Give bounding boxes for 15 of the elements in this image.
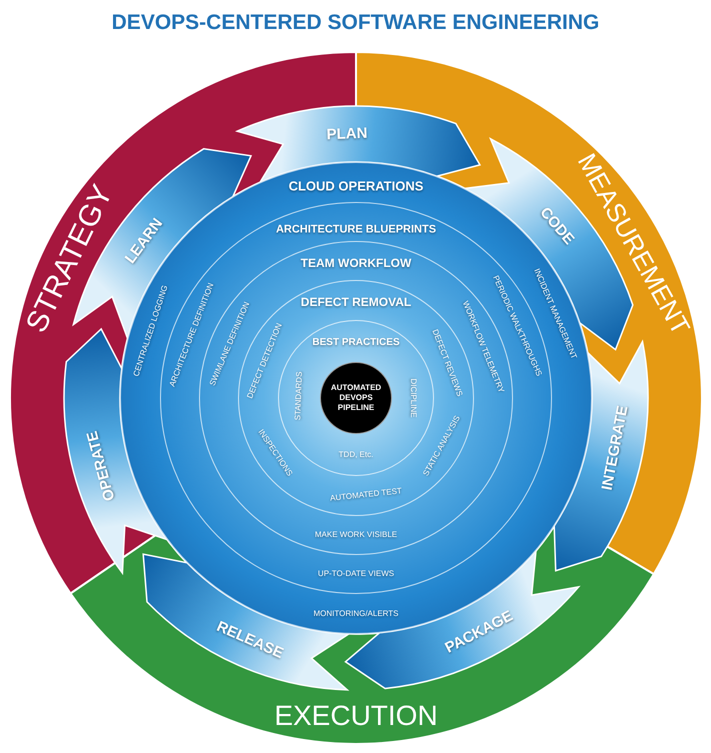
practice-label: MONITORING/ALERTS — [313, 610, 399, 618]
practice-label: TDD, Etc. — [338, 451, 374, 459]
ring-heading: BEST PRACTICES — [312, 338, 400, 348]
practice-label: UP-TO-DATE VIEWS — [318, 570, 394, 578]
stage-label: PLAN — [326, 126, 368, 142]
ring-heading: CLOUD OPERATIONS — [288, 180, 424, 192]
practice-label: DICIPLINE — [409, 378, 417, 418]
ring-heading: DEFECT REMOVAL — [300, 296, 412, 308]
area-label: EXECUTION — [274, 702, 438, 730]
practice-label: MAKE WORK VISIBLE — [314, 531, 398, 539]
practice-label: AUTOMATED TEST — [330, 488, 402, 504]
ring-heading: ARCHITECTURE BLUEPRINTS — [276, 224, 436, 236]
practice-label: STANDARDS — [294, 372, 304, 420]
ring-heading: TEAM WORKFLOW — [300, 257, 412, 269]
diagram-title: DEVOPS-CENTERED SOFTWARE ENGINEERING — [110, 12, 600, 33]
